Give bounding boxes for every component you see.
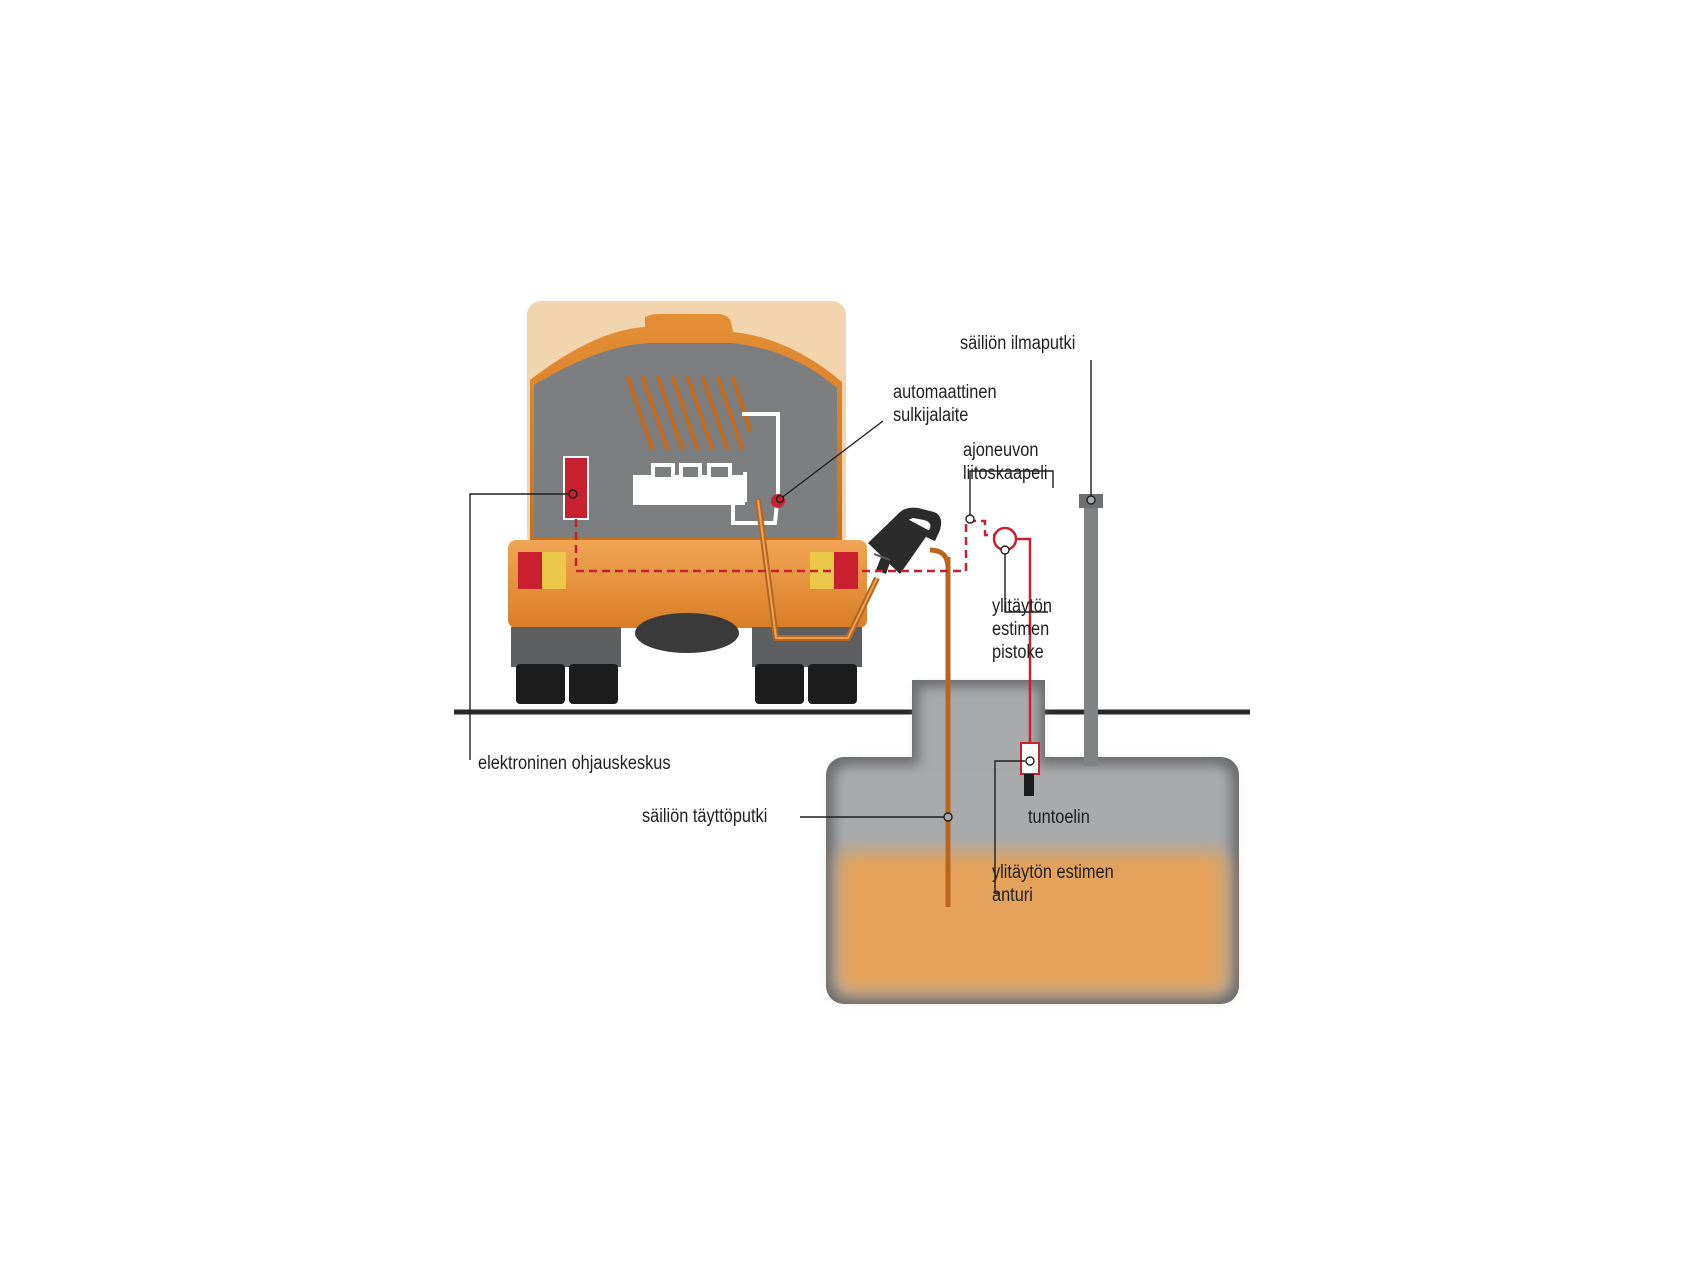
- tail-light-left-red: [518, 552, 542, 589]
- probe-icon: [1024, 774, 1034, 796]
- label-sensor-line2: anturi: [992, 885, 1033, 906]
- label-vehicle-cable-line2: liitoskaapeli: [963, 463, 1048, 484]
- tire-1: [516, 664, 565, 704]
- label-plug-line2: estimen: [992, 619, 1050, 640]
- axle-housing-right: [752, 627, 862, 667]
- label-vent-pipe: säiliön ilmaputki: [960, 333, 1076, 354]
- tire-2: [569, 664, 618, 704]
- underground-storage-tank: [826, 680, 1239, 1004]
- fuel-nozzle-icon: [868, 507, 942, 574]
- axle-housing-left: [511, 627, 621, 667]
- label-vehicle-cable-line1: ajoneuvon: [963, 440, 1039, 461]
- label-probe: tuntoelin: [1028, 807, 1090, 828]
- label-sensor-line1: ylitäytön estimen: [992, 862, 1114, 883]
- tire-3: [755, 664, 804, 704]
- heating-coils: [626, 376, 752, 450]
- manhole-gas-space: [919, 687, 1039, 777]
- label-fill-pipe: säiliön täyttöputki: [642, 806, 768, 827]
- fuel-level: [838, 852, 1227, 992]
- differential: [635, 613, 739, 653]
- vehicle-connection-cable: [574, 519, 995, 573]
- valve-block: [633, 477, 745, 505]
- control-unit-box: [563, 456, 589, 520]
- tanker-truck: [508, 301, 867, 704]
- leader-lines: [469, 360, 1096, 894]
- fill-pipe-top: [929, 547, 951, 569]
- sensor-cable: [1016, 537, 1032, 742]
- label-plug-line3: pistoke: [992, 642, 1044, 663]
- tire-4: [808, 664, 857, 704]
- discharge-hose-highlight: [757, 499, 878, 639]
- label-shutoff-valve-line2: sulkijalaite: [893, 405, 969, 426]
- label-plug-line1: ylitäytön: [992, 596, 1052, 617]
- tank-interior: [534, 343, 837, 538]
- label-shutoff-valve-line1: automaattinen: [893, 382, 997, 403]
- label-control-unit: elektroninen ohjauskeskus: [478, 753, 671, 774]
- tail-light-left-yellow: [542, 552, 566, 589]
- vent-pipe: [1084, 500, 1098, 766]
- truck-rear-body: [508, 540, 867, 628]
